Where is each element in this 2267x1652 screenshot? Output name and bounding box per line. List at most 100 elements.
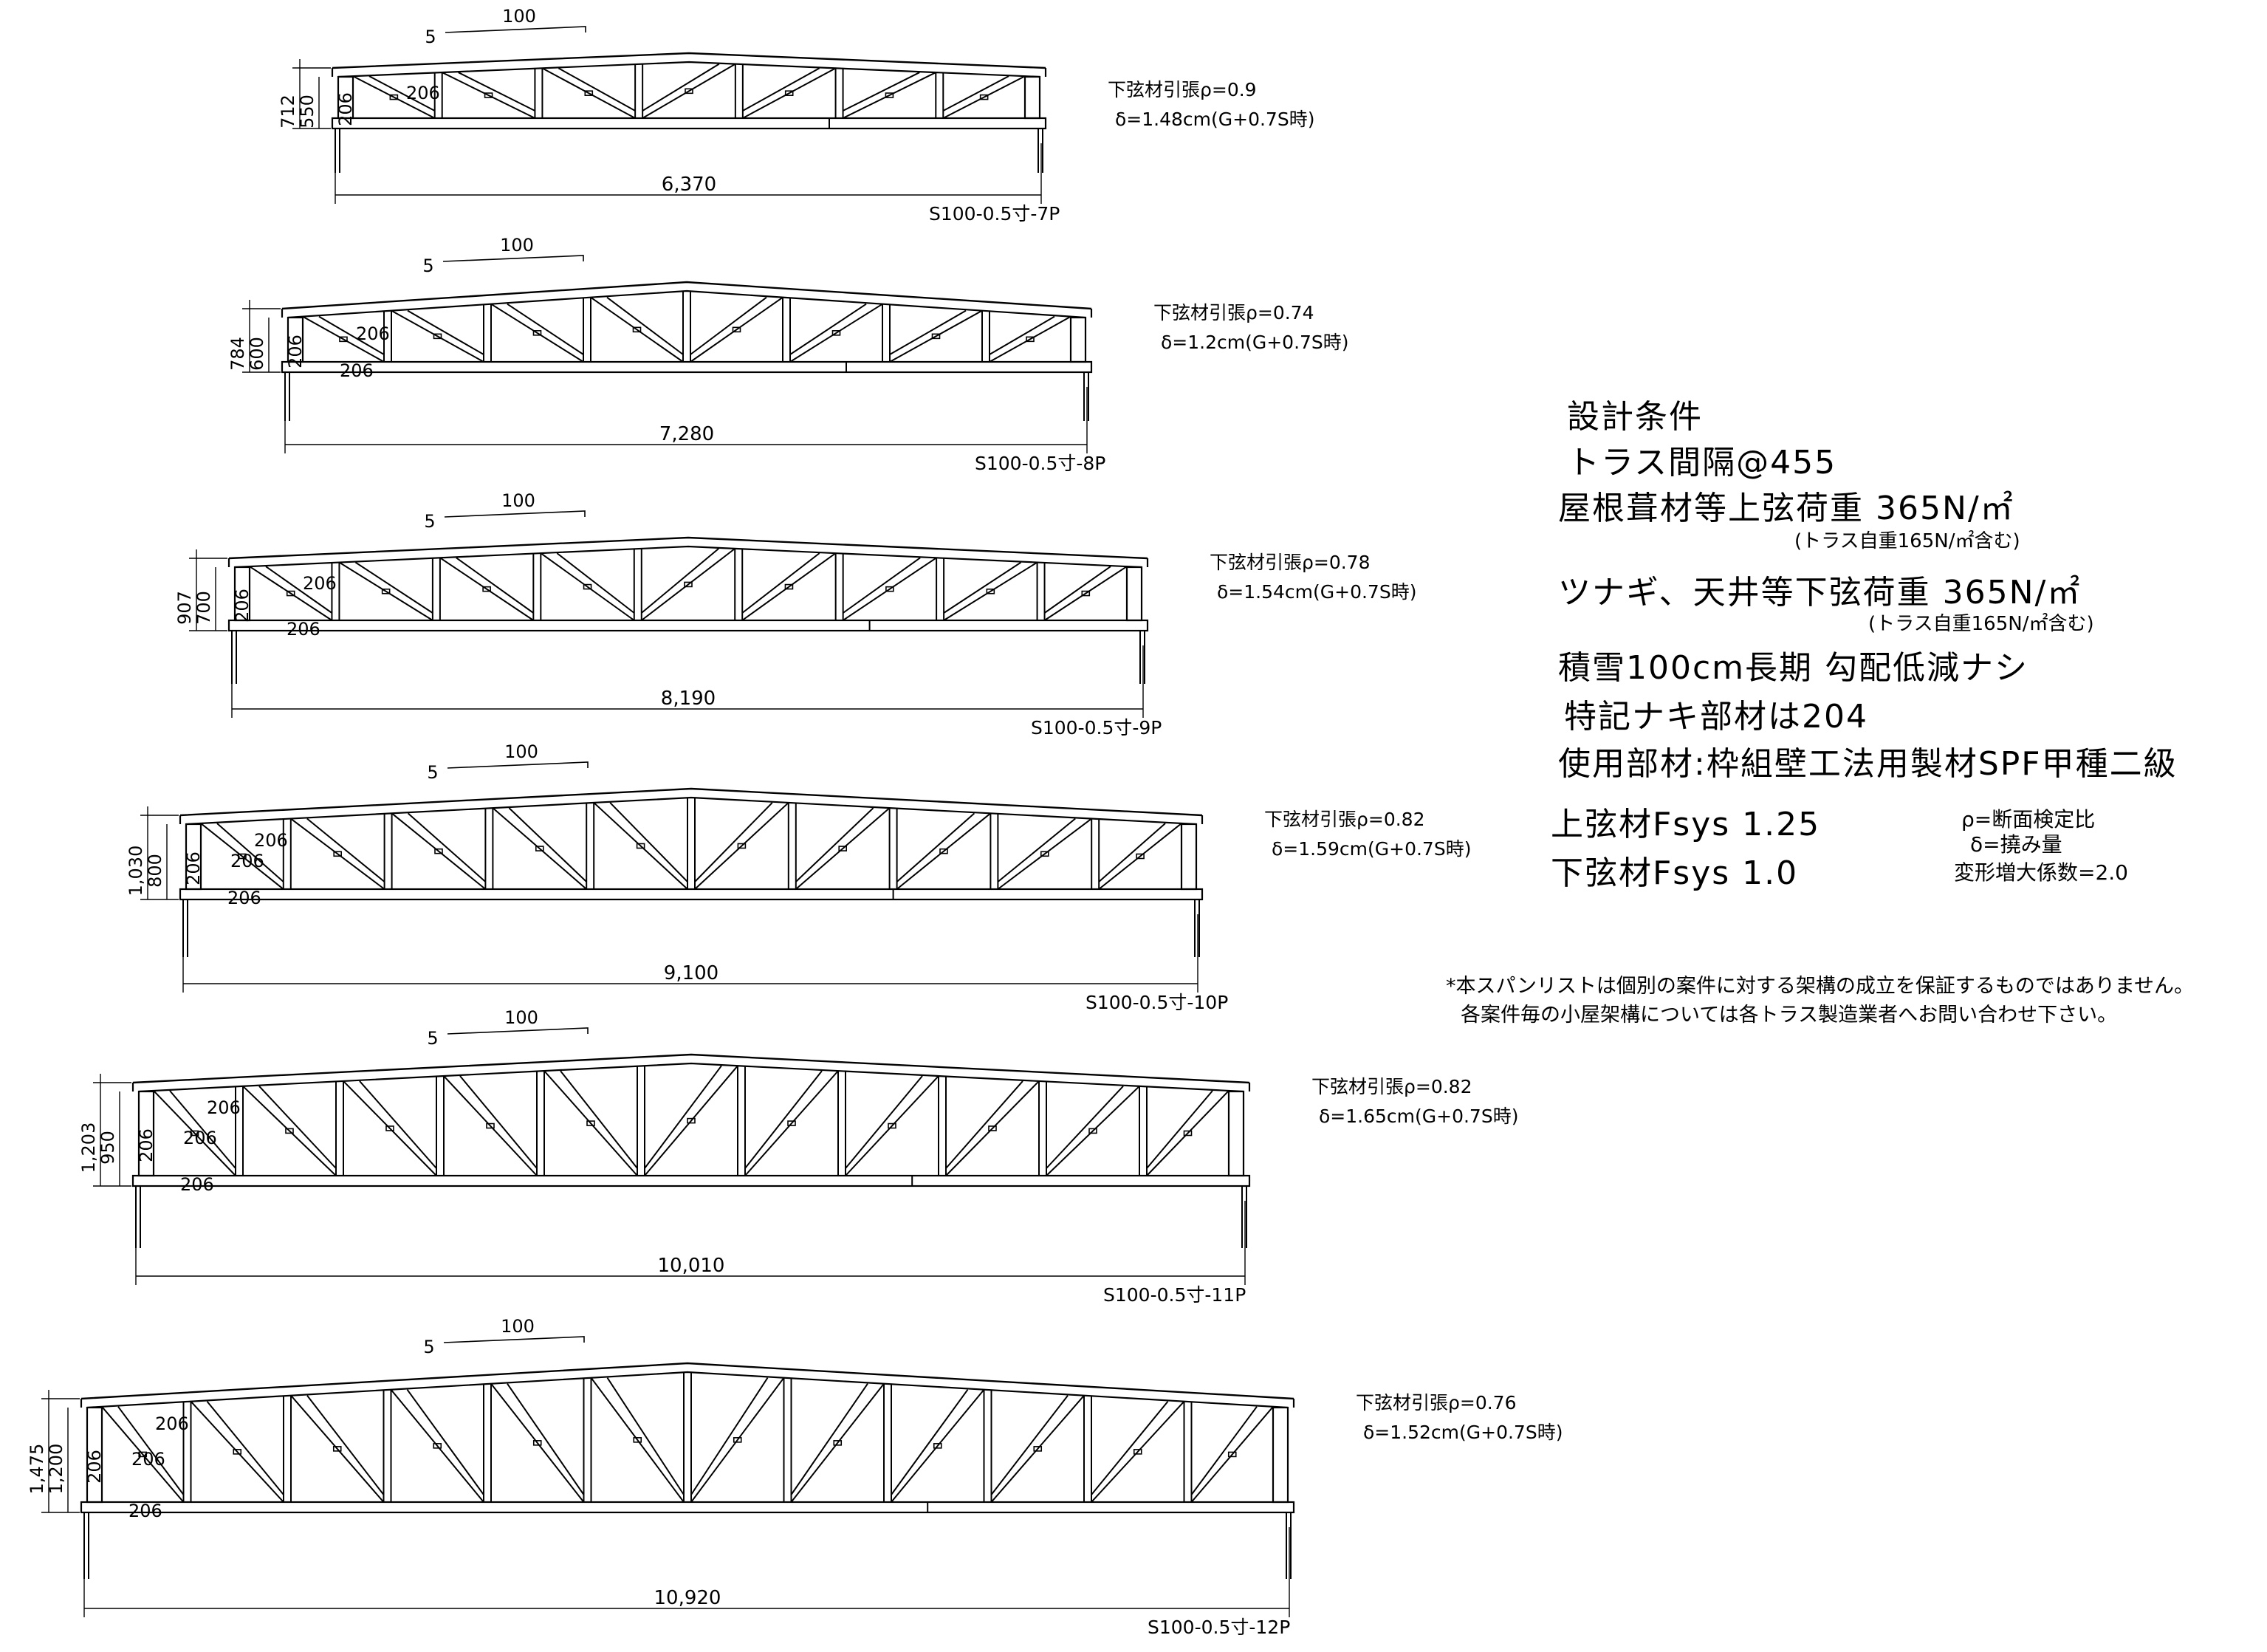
bottom-chord-fsys: 下弦材Fsys 1.0: [1551, 854, 1799, 892]
ceiling-load: ツナギ、天井等下弦荷重 365N/㎡: [1558, 574, 2082, 611]
end-post: [1125, 566, 1143, 622]
web-diagonal: [943, 561, 1038, 621]
nail-plate: [1040, 851, 1049, 857]
truss-drawing: 6,3707125502062061005下弦材引張ρ=0.9δ=1.48cm(…: [278, 6, 1314, 225]
web-diagonal: [1098, 823, 1182, 890]
web-diagonal: [690, 296, 767, 355]
nail-plate: [1081, 590, 1091, 597]
web-diagonal: [741, 552, 820, 614]
snow-load: 積雪100cm長期 勾配低減ナシ: [1558, 649, 2029, 687]
nail-plate: [1227, 1451, 1237, 1458]
disclaimer-line-2: 各案件毎の小屋架構については各トラス製造業者へお問い合わせ下さい。: [1461, 1004, 2118, 1026]
nail-plate: [986, 588, 995, 594]
nail-plate: [1088, 1128, 1097, 1134]
web-diagonal: [742, 67, 820, 112]
nail-plate: [1136, 853, 1145, 860]
bottom-chord: [131, 1174, 1251, 1187]
member-size-top: 206: [207, 1097, 241, 1118]
slope-indicator: [443, 1336, 585, 1343]
deflection: δ=1.65cm(G+0.7S時): [1319, 1106, 1518, 1127]
stress-ratio: 下弦材引張ρ=0.74: [1153, 302, 1314, 323]
nail-plate: [784, 583, 794, 590]
web-diagonal: [560, 1070, 638, 1169]
web-diagonal: [997, 818, 1092, 890]
web-diagonal: [216, 823, 284, 882]
slope-rise-label: 5: [424, 511, 435, 532]
top-chord-inner: [86, 1371, 1289, 1409]
web-diagonal: [989, 315, 1055, 355]
web-diagonal: [206, 1401, 284, 1495]
total-height-label: 712: [278, 95, 298, 128]
top-chord-fsys: 上弦材Fsys 1.25: [1551, 806, 1821, 843]
web-diagonal: [459, 1075, 538, 1169]
member-size-top: 206: [155, 1413, 189, 1434]
rho-definition: ρ=断面検定比: [1961, 807, 2096, 832]
nail-plate: [482, 586, 491, 592]
web-diagonal: [744, 1070, 839, 1176]
web-diagonal: [942, 75, 1009, 112]
nail-plate: [685, 88, 693, 95]
total-height-label: 1,203: [78, 1123, 99, 1173]
web-diagonal: [359, 1080, 437, 1169]
end-post: [1023, 75, 1041, 120]
web-diagonal: [338, 561, 433, 621]
truss-name: S100-0.5寸-7P: [929, 203, 1060, 225]
web-diagonal: [390, 1389, 484, 1503]
web-diagonal: [843, 557, 921, 614]
web-diagonal: [694, 802, 789, 890]
bottom-chord: [227, 619, 1149, 632]
top-chord-inner: [185, 796, 1197, 826]
height-label: 700: [193, 591, 214, 625]
web-diagonal: [843, 72, 936, 119]
web-diagonal: [507, 1383, 585, 1495]
slope-rise-label: 5: [427, 762, 438, 783]
member-size-post: 206: [84, 1450, 105, 1484]
slope-run-label: 100: [504, 1007, 538, 1028]
web-diagonal: [541, 67, 636, 119]
web-diagonal: [945, 1080, 1023, 1169]
top-chord: [179, 787, 1203, 817]
web-diagonal: [540, 552, 635, 621]
deflection: δ=1.52cm(G+0.7S時): [1363, 1422, 1563, 1443]
web-diagonal: [889, 309, 967, 355]
truss-name: S100-0.5寸-9P: [1031, 717, 1162, 738]
web-diagonal: [843, 557, 937, 621]
design-conditions: 設計条件 トラス間隔@455 屋根葺材等上弦荷重 365N/㎡ (トラス自重16…: [1551, 390, 2260, 922]
nail-plate: [687, 1117, 696, 1124]
web-diagonal: [117, 1406, 185, 1495]
top-chord: [332, 52, 1046, 69]
web-diagonal: [795, 807, 874, 882]
truss-spacing: トラス間隔@455: [1567, 444, 1837, 481]
member-size-bottom: 206: [227, 888, 261, 908]
member-size-post: 206: [183, 851, 204, 885]
member-size-bottom: 206: [340, 360, 374, 381]
web-diagonal: [507, 303, 584, 355]
web-diagonal: [368, 75, 436, 112]
nail-plate: [339, 336, 348, 343]
web-diagonal: [606, 1377, 685, 1495]
slope-indicator: [442, 255, 584, 262]
web-diagonal: [407, 309, 484, 355]
deformation-factor: 変形増大係数=2.0: [1954, 860, 2128, 885]
web-diagonal: [153, 1090, 236, 1176]
web-diagonal: [945, 1080, 1040, 1176]
truss-drawing: 8,1909077002062062061005下弦材引張ρ=0.78δ=1.5…: [174, 490, 1416, 738]
web-diagonal: [391, 812, 487, 890]
deflection: δ=1.2cm(G+0.7S時): [1161, 332, 1349, 353]
member-size-top: 206: [356, 323, 390, 344]
web-diagonal: [490, 303, 584, 363]
web-diagonal: [942, 75, 1026, 119]
web-diagonal: [694, 802, 773, 882]
web-diagonal: [1091, 1401, 1185, 1503]
nail-plate: [583, 583, 592, 590]
web-diagonal: [306, 1395, 385, 1495]
nail-plate: [633, 1437, 642, 1443]
nail-plate: [238, 853, 247, 860]
stress-ratio: 下弦材引張ρ=0.82: [1264, 809, 1424, 830]
member-size-diagonal: 206: [183, 1128, 217, 1148]
web-diagonal: [1190, 1406, 1258, 1495]
member-size-bottom: 206: [287, 619, 320, 640]
